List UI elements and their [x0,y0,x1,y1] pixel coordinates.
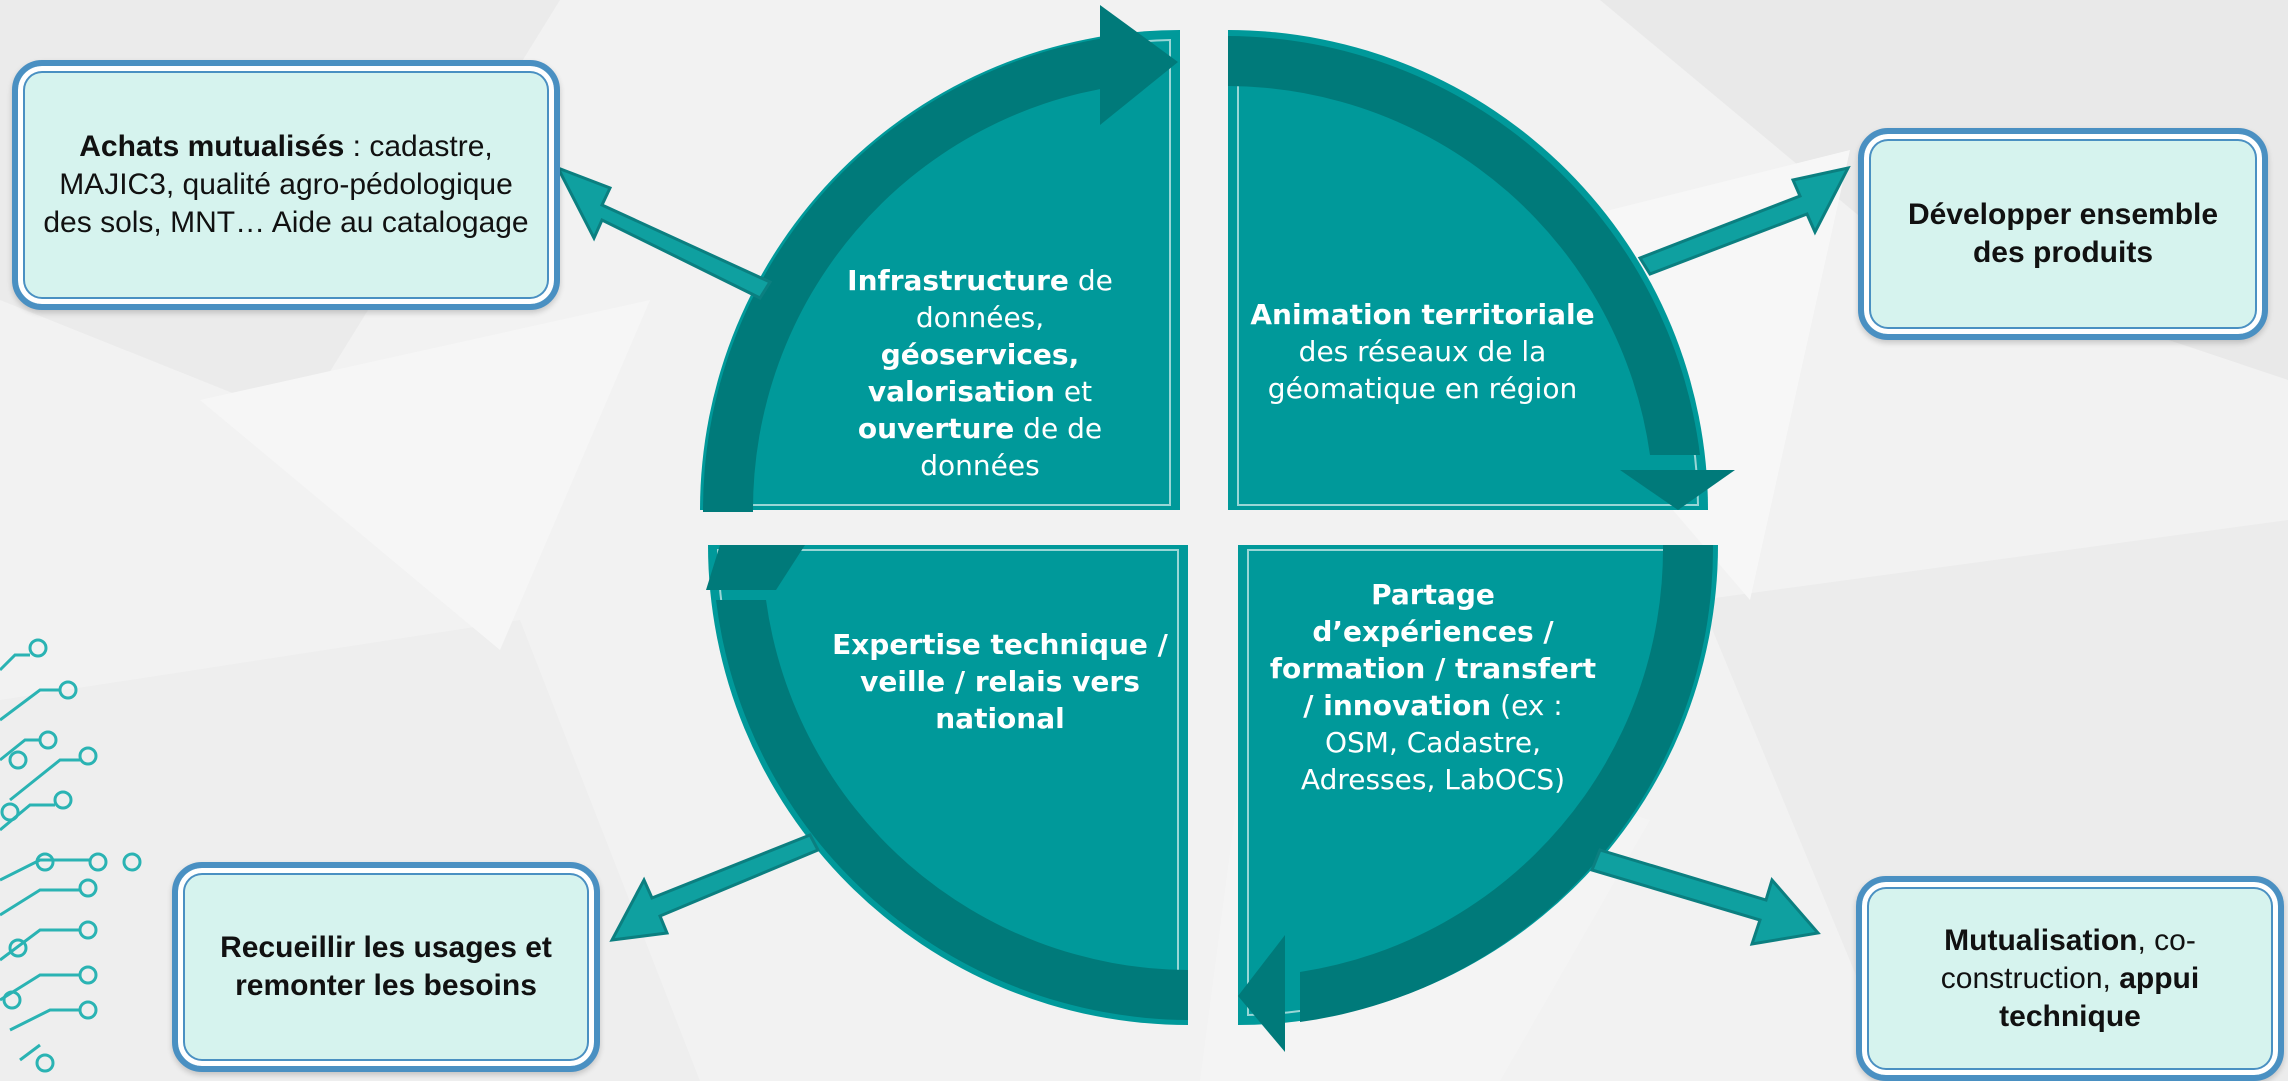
arrow-to-top-left-box [554,165,773,300]
quadrant-tl-text-1: de données, [915,264,1113,334]
box-developper-ensemble-text: Développer ensemble des produits [1864,196,2262,272]
quadrant-tl-text-4: de de données [920,412,1103,482]
box-tr-bold-1: Développer ensemble des produits [1907,198,2219,269]
arrow-to-bottom-left-box [609,833,821,942]
box-achats-mutualises: Achats mutualisés : cadastre, MAJIC3, qu… [12,60,560,310]
box-br-bold-2: appui technique [1999,961,2200,1033]
box-achats-mutualises-text: Achats mutualisés : cadastre, MAJIC3, qu… [18,128,554,242]
box-bl-bold-1: Recueillir les usages et remonter les be… [220,931,552,1002]
box-tl-bold-1: Achats mutualisés [79,130,345,163]
box-mutualisation: Mutualisation, co-construction, appui te… [1856,876,2284,1081]
quadrant-br-bold-1: Partage d’expériences / formation / tran… [1269,578,1597,722]
connector-arrows [554,165,1851,946]
quadrant-bl-bold-1: Expertise technique / veille / relais ve… [832,628,1168,735]
box-mutualisation-text: Mutualisation, co-construction, appui te… [1862,922,2278,1036]
arrow-to-bottom-right-box [1589,848,1821,946]
box-br-bold-1: Mutualisation [1944,923,2138,957]
box-recueillir-usages: Recueillir les usages et remonter les be… [172,862,600,1072]
box-tl-text-1: : cadastre, MAJIC3, qualité agro-pédolog… [43,130,529,239]
box-developper-ensemble: Développer ensemble des produits [1858,128,2268,340]
quadrant-tl-bold-4: ouverture [857,412,1015,445]
quadrant-tr-bold-1: Animation territoriale [1250,298,1595,331]
quadrant-text-top-left: Infrastructure de données, géoservices, … [835,262,1125,484]
quadrant-tr-text-1: des réseaux de la géomatique en région [1267,335,1578,405]
quadrant-text-bottom-left: Expertise technique / veille / relais ve… [825,626,1175,737]
box-br-text-1: , co-construction, [1940,923,2196,995]
quadrant-tl-bold-1: Infrastructure [847,264,1069,297]
quadrant-text-bottom-right: Partage d’expériences / formation / tran… [1268,576,1598,798]
arrow-to-top-right-box [1637,165,1851,276]
quadrant-tl-bold-2: géoservices, [880,338,1080,371]
circuit-decoration [0,638,142,1073]
box-recueillir-usages-text: Recueillir les usages et remonter les be… [178,929,594,1005]
quadrant-br-text-1: (ex : OSM, Cadastre, Adresses, LabOCS) [1300,689,1566,796]
cycle-arrows [702,5,1735,1052]
quadrant-tl-text-3: et [1055,375,1093,408]
quadrant-text-top-right: Animation territoriale des réseaux de la… [1250,296,1595,407]
quadrant-tl-bold-3: valorisation [867,375,1055,408]
